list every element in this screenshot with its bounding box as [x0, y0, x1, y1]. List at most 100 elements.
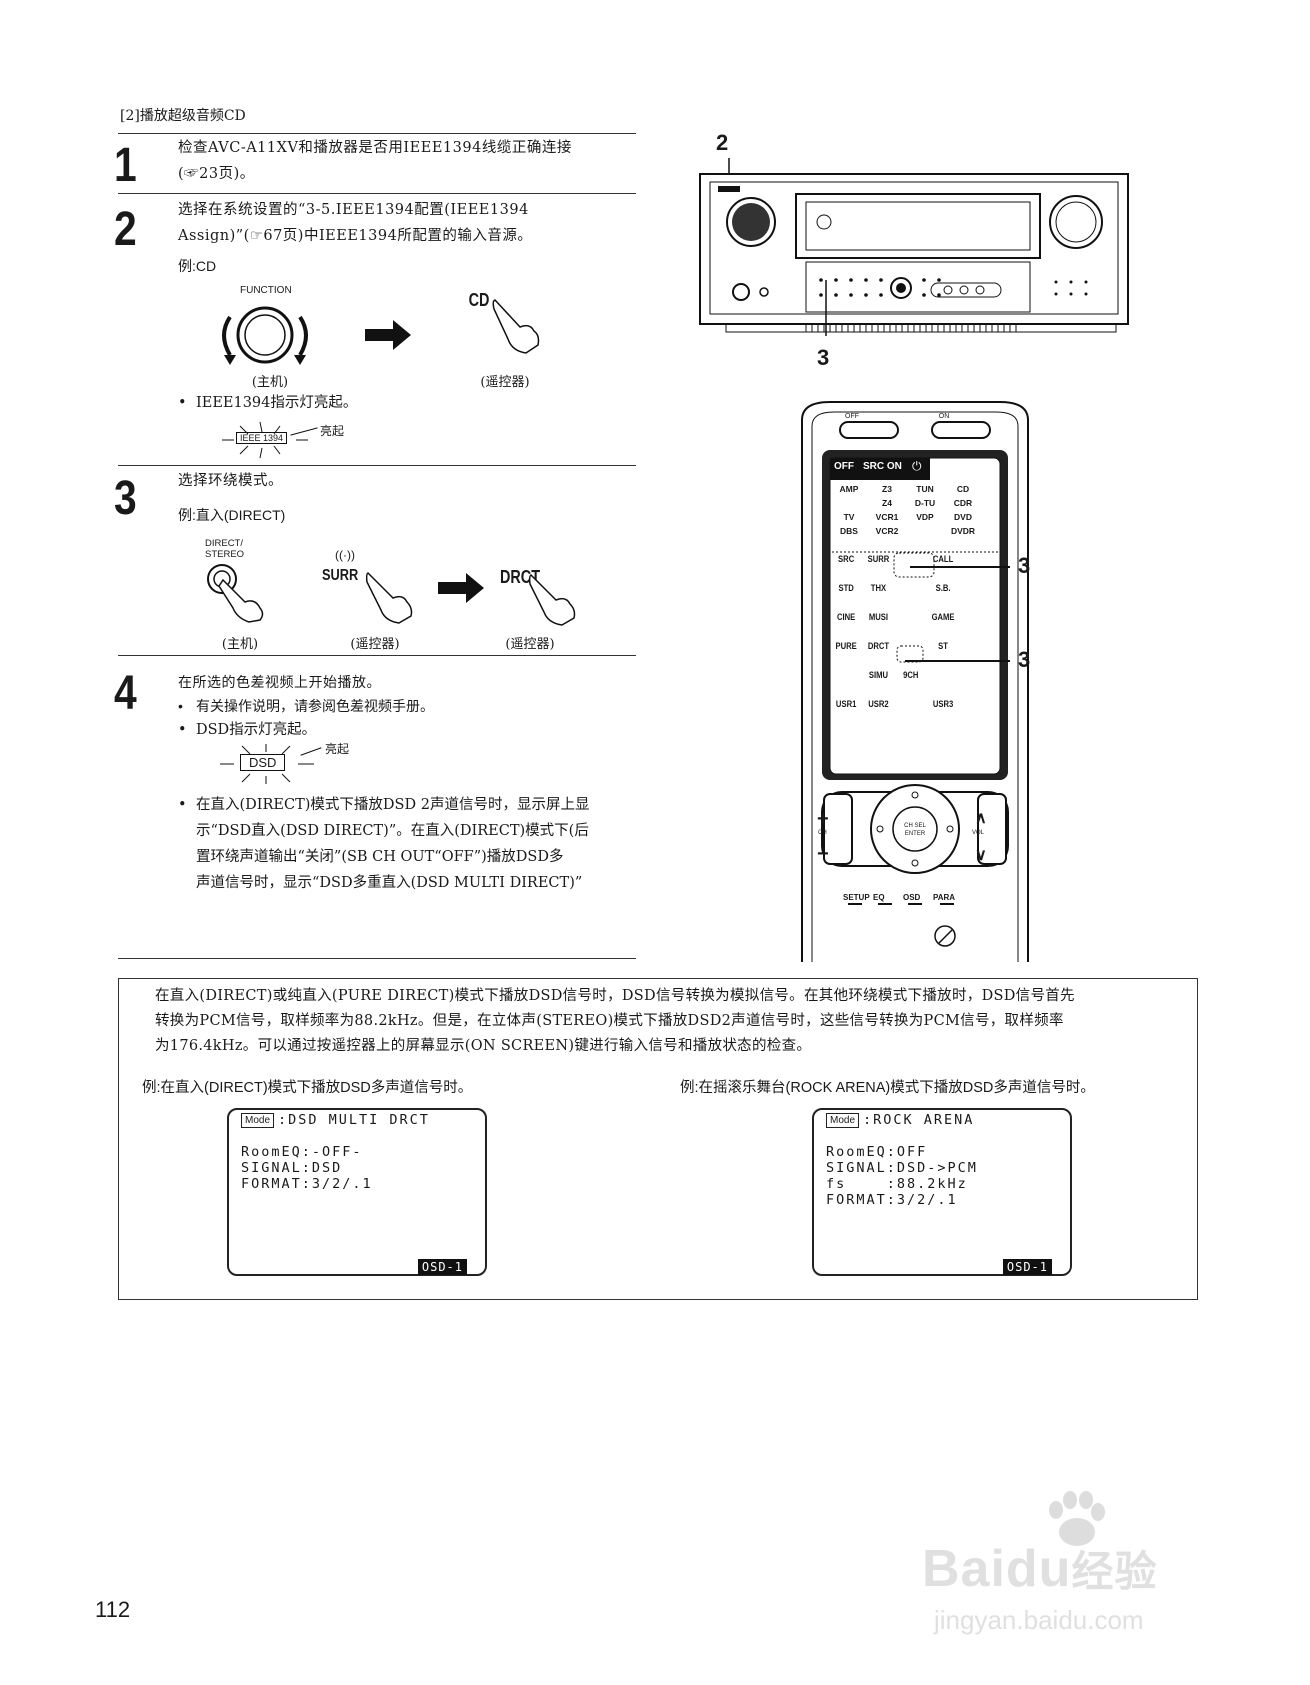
- remote-key-cd: CD: [468, 290, 490, 310]
- remote-bottom-key[interactable]: SETUP: [843, 893, 870, 902]
- direct-stereo-button-icon: [207, 564, 264, 623]
- osd-mode-tag: Mode: [826, 1112, 860, 1128]
- osd-page-tag: OSD-1: [417, 1259, 467, 1275]
- divider: [118, 133, 636, 134]
- step-number-4: 4: [114, 667, 137, 720]
- bullet-text: 有关操作说明，请参阅色差视频手册。: [196, 698, 434, 714]
- step-4-bullet-2: •DSD指示灯亮起。: [178, 717, 638, 743]
- remote-key[interactable]: SRC: [838, 554, 855, 564]
- surr-key: SURR: [322, 567, 359, 584]
- remote-bottom-key[interactable]: OSD: [903, 893, 921, 902]
- pressing-hand-icon: [528, 574, 576, 626]
- step-1-line-1: 检查AVC-A11XV和播放器是否用IEEE1394线缆正确连接: [178, 140, 572, 156]
- remote-key[interactable]: SIMU: [868, 670, 889, 680]
- osd-line: RoomEQ:OFF: [826, 1144, 928, 1160]
- step-1-line-2: (☞23页)。: [178, 166, 255, 182]
- bullet-text: DSD指示灯亮起。: [196, 722, 317, 738]
- remote-off-button[interactable]: OFF: [845, 413, 859, 420]
- remote-key[interactable]: SURR: [867, 554, 890, 564]
- divider: [118, 465, 636, 466]
- remote-key[interactable]: 9CH: [903, 670, 919, 680]
- osd-line: SIGNAL:DSD: [241, 1160, 343, 1176]
- step-1-text: 检查AVC-A11XV和播放器是否用IEEE1394线缆正确连接 (☞23页)。: [178, 135, 638, 187]
- example-left-label: 例:在直入(DIRECT)模式下播放DSD多声道信号时。: [142, 1080, 473, 1096]
- vol-down-button[interactable]: ∨: [975, 847, 987, 864]
- remote-key[interactable]: VCR1: [875, 512, 899, 522]
- bullet-line-4: 声道信号时，显示“DSD多重直入(DSD MULTI DIRECT)”: [196, 875, 583, 891]
- remote-key[interactable]: TUN: [916, 484, 934, 494]
- osd-screen-right: Mode:ROCK ARENA RoomEQ:OFF SIGNAL:DSD->P…: [812, 1108, 1072, 1276]
- remote-key[interactable]: Z3: [882, 484, 892, 494]
- caption-main-unit: (主机): [221, 637, 259, 652]
- baidu-watermark: Baidu经验 jingyan.baidu.com: [922, 1490, 1252, 1640]
- note-box: [118, 978, 1198, 1300]
- remote-bottom-key[interactable]: EQ: [873, 893, 885, 902]
- remote-key[interactable]: ST: [938, 641, 948, 651]
- remote-key[interactable]: CDR: [953, 498, 973, 508]
- note-line-1: 在直入(DIRECT)或纯直入(PURE DIRECT)模式下播放DSD信号时，…: [155, 988, 1075, 1004]
- step-2-line-2: Assign)”(☞67页)中IEEE1394所配置的输入音源。: [178, 228, 533, 244]
- osd-mode-tag: Mode: [241, 1112, 275, 1128]
- indicator-rays-icon: [222, 421, 308, 459]
- pressing-hand-icon: [365, 572, 413, 624]
- label-line-2: STEREO: [205, 549, 245, 560]
- callout-line: [910, 566, 1010, 568]
- step-2-line-1: 选择在系统设置的“3-5.IEEE1394配置(IEEE1394: [178, 202, 529, 218]
- remote-header-src-on[interactable]: SRC ON: [863, 461, 902, 472]
- remote-key[interactable]: THX: [870, 583, 887, 593]
- watermark-cn: 经验: [1071, 1548, 1158, 1595]
- remote-key[interactable]: USR1: [835, 699, 857, 709]
- divider: [118, 958, 636, 959]
- remote-key[interactable]: AMP: [839, 484, 859, 494]
- remote-key[interactable]: DVD: [954, 512, 972, 522]
- remote-key[interactable]: PURE: [835, 641, 857, 651]
- remote-key[interactable]: GAME: [931, 612, 955, 622]
- vol-up-button[interactable]: ∧: [975, 810, 987, 827]
- remote-header-off[interactable]: OFF: [834, 461, 854, 472]
- step-3-text: 选择环绕模式。: [178, 473, 283, 489]
- remote-key[interactable]: CD: [956, 484, 970, 494]
- remote-key[interactable]: TV: [843, 512, 855, 522]
- remote-key[interactable]: DBS: [840, 526, 858, 536]
- note-line-3: 为176.4kHz。可以通过按遥控器上的屏幕显示(ON SCREEN)键进行输入…: [155, 1038, 812, 1054]
- osd-line: RoomEQ:-OFF-: [241, 1144, 363, 1160]
- remote-key[interactable]: MUSI: [868, 612, 889, 622]
- callout-2: 2: [716, 130, 729, 155]
- ch-down-button[interactable]: −: [817, 843, 829, 865]
- step-3-example: 例:直入(DIRECT): [178, 507, 286, 523]
- enter-label-1: CH SEL: [904, 823, 926, 829]
- note-line-2: 转换为PCM信号，取样频率为88.2kHz。但是，在立体声(STEREO)模式下…: [155, 1013, 1064, 1029]
- remote-key[interactable]: STD: [838, 583, 854, 593]
- dsd-indicator: DSD: [240, 754, 286, 771]
- remote-key[interactable]: DRCT: [867, 641, 890, 651]
- bullet-line-1: 在直入(DIRECT)模式下播放DSD 2声道信号时，显示屏上显: [196, 797, 590, 813]
- remote-key[interactable]: VCR2: [875, 526, 899, 536]
- indicator-rays-icon: [220, 744, 314, 784]
- bullet-line-3: 置环绕声道输出“关闭”(SB CH OUT“OFF”)播放DSD多: [196, 849, 564, 865]
- section-title: [2]播放超级音频CD: [120, 108, 246, 124]
- step-number-3: 3: [114, 472, 137, 525]
- remote-key[interactable]: CALL: [932, 554, 954, 564]
- note-paragraph: 在直入(DIRECT)或纯直入(PURE DIRECT)模式下播放DSD信号时，…: [155, 984, 1175, 1059]
- remote-key[interactable]: CINE: [836, 612, 856, 622]
- remote-on-button[interactable]: ON: [938, 413, 950, 420]
- osd-line: FORMAT:3/2/.1: [241, 1176, 373, 1192]
- remote-key[interactable]: S.B.: [935, 583, 951, 593]
- indicator-label: 亮起: [320, 424, 345, 438]
- remote-key[interactable]: USR2: [868, 699, 889, 709]
- osd-mode: :ROCK ARENA: [863, 1112, 975, 1128]
- av-receiver-illustration: [699, 158, 1129, 336]
- osd-page-tag: OSD-1: [1002, 1259, 1052, 1275]
- remote-key[interactable]: VDP: [916, 512, 934, 522]
- ch-up-button[interactable]: +: [817, 808, 829, 830]
- remote-key[interactable]: DVDR: [950, 526, 976, 536]
- remote-key[interactable]: USR3: [932, 699, 954, 709]
- ch-label: CH: [818, 830, 827, 836]
- direct-stereo-label: DIRECT/ STEREO: [205, 538, 244, 560]
- function-knob-icon: [222, 306, 308, 365]
- enter-button[interactable]: CH SEL ENTER: [890, 822, 940, 838]
- remote-key[interactable]: D-TU: [914, 498, 936, 508]
- remote-key[interactable]: Z4: [882, 498, 892, 508]
- remote-bottom-key[interactable]: PARA: [933, 893, 956, 902]
- remote-control-illustration: [801, 401, 1029, 962]
